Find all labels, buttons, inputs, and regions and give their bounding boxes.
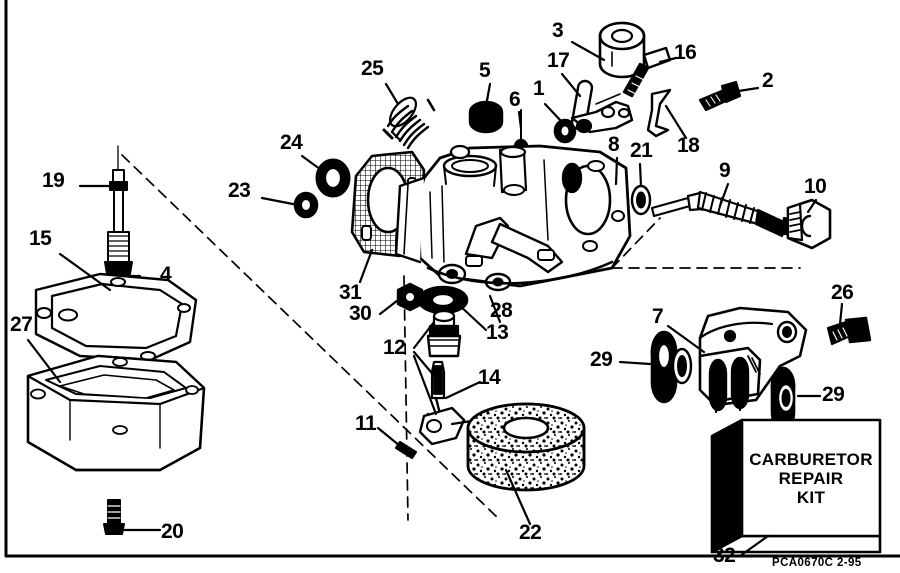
part-24-seal [315,158,351,198]
callout-8: 8 [608,133,620,156]
callout-18: 18 [677,134,700,157]
part-17-throttle-shaft-lever [570,79,634,134]
callout-32: 32 [713,544,736,567]
callout-12: 12 [383,336,406,359]
callout-19: 19 [42,169,65,192]
callout-27: 27 [10,313,33,336]
callout-3: 3 [552,19,564,42]
part-20-drain-screw [103,499,125,535]
callout-1: 1 [533,77,545,100]
part-25-spring [382,96,436,150]
callout-5: 5 [479,59,491,82]
callout-28: 28 [490,299,513,322]
callout-29-right: 29 [822,383,845,406]
part-28-carburetor-body [394,144,632,292]
callout-13: 13 [486,321,509,344]
part-21-washer [630,184,652,216]
part-27-float-bowl [26,354,206,472]
callout-31: 31 [339,281,362,304]
callout-24: 24 [280,131,303,154]
callout-30: 30 [349,302,372,325]
callout-9: 9 [719,159,731,182]
callout-14: 14 [478,366,501,389]
callout-20: 20 [161,520,184,543]
callout-6: 6 [509,88,521,111]
part-5-welch-plug [468,100,504,134]
part-23-o-ring [293,191,319,219]
repair-kit-line-1: CARBURETOR [749,450,873,469]
callout-11: 11 [355,412,377,435]
repair-kit-line-2: REPAIR [778,469,844,488]
repair-kit-line-3: KIT [796,488,826,507]
part-10-packing-nut [786,198,832,250]
part-22-cork-float [418,402,586,492]
part-3-throttle-cam-roller [598,21,646,79]
callout-17: 17 [547,49,570,72]
callout-7: 7 [652,305,664,328]
callout-16: 16 [674,41,697,64]
part-29-bushing-left [650,330,693,404]
part-26-bracket-bolt [826,316,872,346]
callout-2: 2 [762,69,774,92]
part-30-nut [396,282,424,312]
callout-26: 26 [831,281,854,304]
leader-lines [26,40,844,558]
callout-29-left: 29 [590,348,613,371]
part-13-inlet-seat-gasket [417,285,469,315]
page-border [4,0,900,558]
callout-15: 15 [29,227,52,250]
part-32-repair-kit-box [710,418,882,554]
callout-21: 21 [630,139,653,162]
part-29-bushing-right [770,366,796,432]
callout-23: 23 [228,179,251,202]
callout-4: 4 [160,263,172,286]
part-2-screw [698,80,742,112]
part-12-inlet-needle-seat [426,309,462,358]
callout-10: 10 [804,175,827,198]
part-7-bracket [698,306,808,414]
callout-25: 25 [361,57,384,80]
part-1-washer [553,118,577,144]
callout-22: 22 [519,521,542,544]
part-18-choke-link [646,88,672,138]
part-15-bowl-gasket [34,272,198,362]
drawing-code: PCA0670C 2-95 [772,557,862,569]
part-19-low-speed-needle [104,145,133,275]
